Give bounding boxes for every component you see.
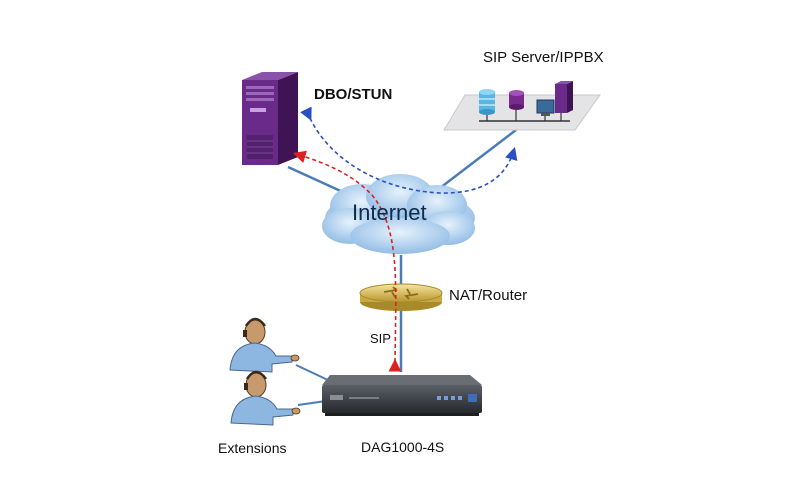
sip-server-label: SIP Server/IPPBX <box>483 49 604 66</box>
sip-server-rack-icon <box>443 81 601 131</box>
dag-gateway-device-icon <box>322 375 482 416</box>
link-sipserver-internet <box>439 129 517 189</box>
link-dbo-internet <box>287 165 346 195</box>
internet-label: Internet <box>352 200 427 225</box>
extension-user-1-icon <box>229 317 300 373</box>
extension-user-2-icon <box>230 370 301 426</box>
dbo-stun-label: DBO/STUN <box>314 86 393 103</box>
link-ext2-dag <box>297 400 327 406</box>
dag-gateway-label: DAG1000-4S <box>361 439 445 455</box>
dbo-stun-server-icon <box>242 72 298 165</box>
nat-router-label: NAT/Router <box>449 287 528 304</box>
extensions-label: Extensions <box>218 440 287 456</box>
sip-link-label: SIP <box>370 331 391 346</box>
signaling-path-red <box>292 150 402 372</box>
nat-router-icon <box>359 283 443 311</box>
link-ext1-dag <box>295 364 331 382</box>
signaling-path-blue <box>300 106 518 194</box>
